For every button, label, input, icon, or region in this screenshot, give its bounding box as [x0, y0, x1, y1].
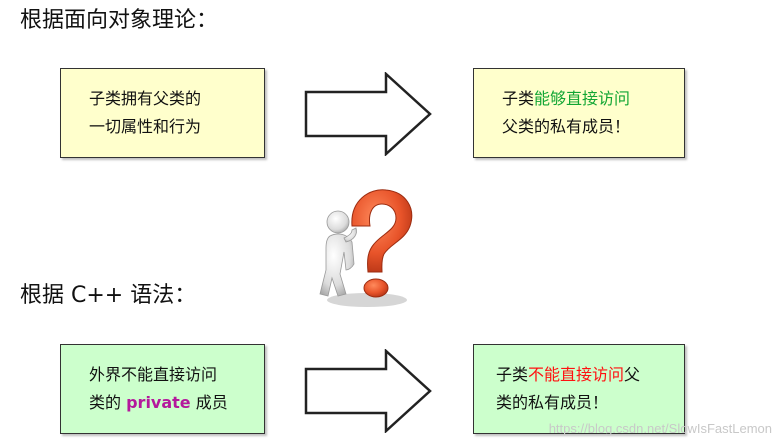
box-text: 成员	[190, 393, 228, 412]
watermark: https://blog.csdn.net/SlowIsFastLemon	[548, 421, 772, 436]
box-line: 一切属性和行为	[89, 117, 202, 136]
box-line: 类的私有成员！	[496, 393, 609, 412]
right-arrow-icon	[304, 72, 432, 156]
highlight-text: 不能直接访问	[528, 365, 625, 384]
box-line: 子类能够直接访问	[502, 85, 684, 113]
syntax-heading: 根据 C++ 语法：	[20, 283, 197, 308]
highlight-text: 能够直接访问	[534, 89, 631, 108]
box-text: 子类	[502, 89, 535, 108]
subclass-can-access-box: 子类能够直接访问 父类的私有成员！	[473, 68, 685, 158]
box-line: 类的 private 成员	[89, 389, 264, 417]
subclass-cannot-access-box: 子类不能直接访问父 类的私有成员！	[473, 344, 685, 434]
box-text: 父	[624, 365, 641, 384]
box-line: 父类的私有成员！	[502, 117, 631, 136]
box-text: 子类	[496, 365, 529, 384]
box-line: 子类拥有父类的	[89, 89, 202, 108]
right-arrow-icon	[304, 349, 432, 433]
box-text: 类的	[89, 393, 127, 412]
subclass-inherits-box: 子类拥有父类的 一切属性和行为	[60, 68, 265, 158]
private-keyword: private	[126, 393, 191, 412]
box-line: 外界不能直接访问	[89, 365, 218, 384]
box-line: 子类不能直接访问父	[496, 361, 684, 389]
theory-heading: 根据面向对象理论：	[20, 8, 219, 33]
question-mark-figure-icon	[319, 189, 413, 307]
external-cannot-access-box: 外界不能直接访问 类的 private 成员	[60, 344, 265, 434]
